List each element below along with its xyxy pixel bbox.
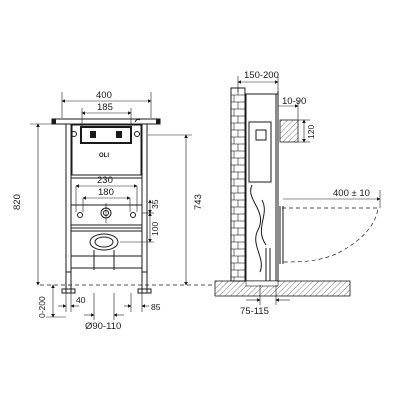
dim-height-743: 743 (148, 134, 204, 286)
top-bracket (51, 118, 161, 125)
dim-100: 100 (148, 212, 160, 243)
dim-35: 35 (148, 199, 160, 214)
flush-plate-opening (80, 126, 132, 144)
dim-120: 120 (298, 119, 316, 143)
label-width-185: 185 (97, 102, 113, 113)
label-230: 230 (97, 175, 113, 186)
floor (214, 280, 351, 297)
front-view: 400 185 OLI 230 (12, 90, 215, 332)
side-view: 150-200 10-90 120 (214, 70, 381, 317)
brick-wall (230, 87, 246, 282)
dim-85: 85 (124, 293, 161, 312)
dim-pipe-diameter: Ø90-110 (84, 293, 124, 332)
toilet-bowl-outline (279, 206, 379, 264)
frame-right-upright (141, 123, 148, 273)
dim-base-0-200: 0-200 (37, 284, 66, 318)
dim-offset-10-90: 10-90 (278, 96, 306, 122)
label-40: 40 (76, 295, 86, 305)
dim-bowl-400: 400 ± 10 (283, 188, 381, 208)
bowl-fixing-plate (70, 204, 143, 226)
label-35: 35 (150, 199, 160, 209)
label-75-115: 75-115 (240, 306, 269, 317)
label-150-200: 150-200 (244, 70, 279, 81)
drain-pipe-outlet (89, 233, 119, 251)
label-180: 180 (98, 187, 114, 198)
wall-plate (279, 119, 299, 143)
dim-support-180: 180 (82, 187, 131, 200)
dim-40: 40 (58, 293, 86, 312)
label-400-10: 400 ± 10 (333, 188, 370, 199)
label-pipe-diameter: Ø90-110 (85, 321, 121, 332)
dim-floor-75-115: 75-115 (240, 285, 290, 317)
dim-depth-150-200: 150-200 (237, 70, 279, 96)
label-120: 120 (306, 125, 316, 139)
dim-width-400: 400 (61, 90, 152, 118)
label-85: 85 (151, 302, 161, 312)
label-743: 743 (193, 194, 204, 210)
dim-width-185: 185 (81, 102, 132, 126)
frame-feet (61, 272, 152, 294)
dim-height-820: 820 (12, 123, 62, 286)
label-820: 820 (12, 194, 23, 210)
label-width-400: 400 (96, 90, 112, 101)
frame-left-upright (65, 123, 72, 273)
logo-oli: OLI (99, 153, 109, 159)
dim-support-230: 230 (75, 175, 138, 188)
label-10-90: 10-90 (282, 96, 306, 107)
label-0-200: 0-200 (37, 296, 47, 318)
label-100: 100 (150, 222, 160, 236)
